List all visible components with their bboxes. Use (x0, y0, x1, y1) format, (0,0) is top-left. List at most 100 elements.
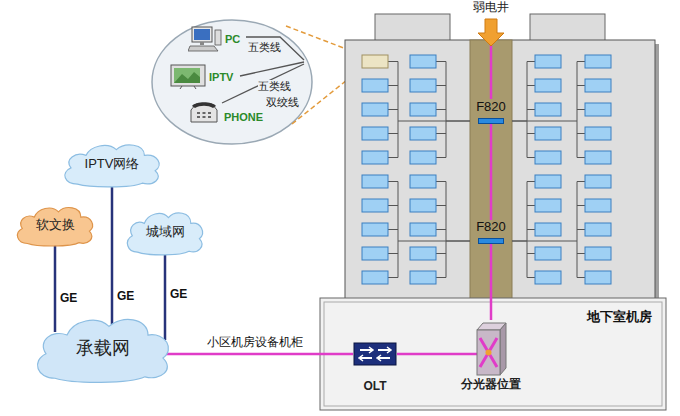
drop-wire (527, 205, 535, 206)
apartment-box (585, 79, 611, 92)
splitter-icon (475, 320, 507, 376)
apartment-box (410, 127, 436, 140)
bar-icon (478, 118, 504, 124)
drop-wire (388, 133, 398, 134)
apartment-box (362, 247, 388, 260)
drop-wire (577, 253, 585, 254)
apartment-box (362, 55, 388, 68)
drop-wire (436, 157, 446, 158)
apartment-box (585, 103, 611, 116)
apartment-box (410, 55, 436, 68)
apartment-box (585, 175, 611, 188)
edge-label: 小区机房设备机柜 (206, 336, 304, 350)
fiber-link (166, 353, 353, 356)
drop-wire (388, 253, 398, 254)
trunk-wire (512, 241, 577, 242)
f820-unit (478, 118, 504, 124)
f820-unit: F820 (476, 100, 506, 124)
apartment-box (535, 271, 561, 284)
apartment-box (535, 247, 561, 260)
pc-icon (188, 26, 222, 52)
magnifier-circle (152, 20, 312, 144)
apartment-box (362, 199, 388, 212)
drop-wire (388, 85, 398, 86)
fiber-riser (490, 44, 493, 99)
apartment-box (585, 271, 611, 284)
trunk-wire (398, 241, 470, 242)
drop-wire (388, 277, 398, 278)
splitter-icon (475, 320, 507, 376)
olt-device: OLT (353, 342, 397, 394)
f820-unit: F820 (476, 220, 506, 244)
apartment-box (535, 175, 561, 188)
drop-wire (527, 277, 535, 278)
phone-icon (188, 100, 220, 124)
drop-wire (577, 85, 585, 86)
drop-wire (577, 229, 585, 230)
ge-link (111, 186, 114, 324)
node-text: 分光器位置 (461, 378, 521, 392)
bar-icon (478, 238, 504, 244)
cable-label: 五类线 (258, 80, 291, 93)
edge-label: GE (169, 288, 188, 302)
basement (320, 298, 666, 410)
bearer-network-cloud: 承载网 (28, 312, 178, 384)
trunk-wire (512, 121, 577, 122)
node-text: IPTV (209, 71, 233, 84)
node-text: 城域网 (146, 225, 185, 240)
splitter: 分光器位置 (461, 320, 521, 392)
drop-wire (527, 109, 535, 110)
drop-wire (436, 133, 446, 134)
drop-wire (436, 109, 446, 110)
trunk-wire (446, 121, 470, 122)
apartment-box (410, 151, 436, 164)
edge-label: GE (116, 290, 135, 304)
apartment-box (585, 247, 611, 260)
drop-wire (388, 205, 398, 206)
ge-link (164, 254, 167, 340)
node-text: F820 (476, 100, 506, 115)
cable-label: 五类线 (248, 41, 281, 54)
trunk-wire (446, 241, 470, 242)
node-text: PHONE (224, 111, 263, 124)
drop-wire (388, 109, 398, 110)
apartment-box (535, 55, 561, 68)
apartment-box (410, 199, 436, 212)
node-text: 软文换 (36, 218, 75, 233)
drop-wire (527, 181, 535, 182)
apartment-box (410, 223, 436, 236)
drop-wire (527, 61, 535, 62)
drop-wire (577, 157, 585, 158)
phone-icon (188, 100, 220, 124)
apartment-box (362, 151, 388, 164)
olt-icon (353, 342, 397, 366)
apartment-box (585, 151, 611, 164)
basement-room: 地下室机房 OLT 分光器位置 (320, 298, 666, 410)
phone-terminal: PHONE (188, 100, 263, 124)
apartment-box (535, 79, 561, 92)
drop-wire (577, 133, 585, 134)
drop-wire (527, 85, 535, 86)
apartment-box (410, 103, 436, 116)
drop-wire (527, 229, 535, 230)
pc-icon (188, 26, 222, 52)
softswitch-cloud: 软文换 (12, 203, 98, 247)
node-text: 地下室机房 (587, 310, 652, 325)
network-cloud: IPTV网络 (58, 140, 166, 188)
drop-wire (388, 61, 398, 62)
network-cloud: 城域网 (122, 208, 208, 256)
apartment-box (585, 55, 611, 68)
drop-wire (436, 181, 446, 182)
apartment-box (585, 223, 611, 236)
building (345, 14, 659, 302)
drop-wire (388, 229, 398, 230)
node-text: PC (225, 33, 240, 46)
drop-wire (577, 61, 585, 62)
ge-link (54, 245, 57, 332)
apartment-box (535, 127, 561, 140)
pc-terminal: PC (188, 26, 240, 52)
node-text: IPTV网络 (85, 157, 140, 172)
apartment-box (410, 175, 436, 188)
apartment-box (535, 151, 561, 164)
